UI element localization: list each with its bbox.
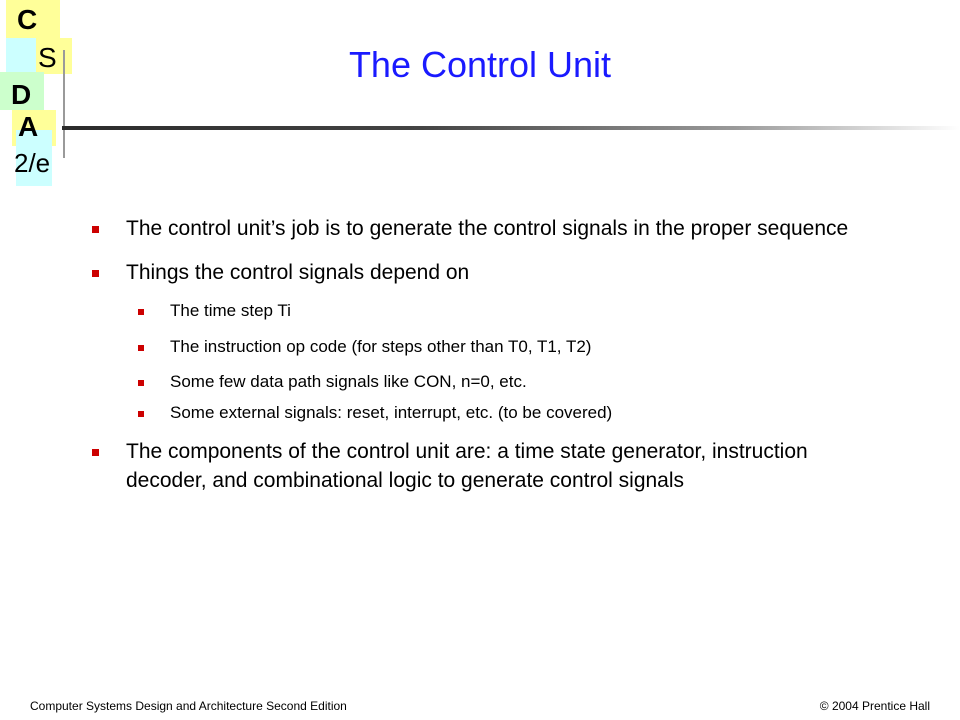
sub-bullet-item: Some external signals: reset, interrupt,… (90, 402, 870, 424)
title-underline-rule (62, 126, 960, 130)
sub-bullet-text: Some external signals: reset, interrupt,… (170, 403, 613, 422)
logo-block-green (0, 72, 44, 110)
logo-block-yellow-mid (36, 38, 72, 74)
logo-letter-d: D (11, 79, 32, 110)
bullet-square-icon (138, 309, 144, 315)
logo-letter-c: C (17, 4, 38, 35)
bullet-text: The control unit’s job is to generate th… (126, 217, 849, 240)
bullet-item: Things the control signals depend on (90, 258, 870, 287)
logo-letter-a: A (18, 111, 39, 142)
sub-bullet-item: The time step Ti (90, 300, 870, 322)
bullet-list: The control unit’s job is to generate th… (90, 214, 870, 495)
bullet-square-icon (92, 270, 99, 277)
bullet-item: The components of the control unit are: … (90, 437, 870, 495)
sub-bullet-item: The instruction op code (for steps other… (90, 336, 870, 358)
logo-letter-s: S (38, 42, 57, 73)
sub-bullet-item: Some few data path signals like CON, n=0… (90, 371, 870, 393)
sub-bullet-text: Some few data path signals like CON, n=0… (170, 372, 527, 391)
bullet-square-icon (138, 411, 144, 417)
logo-letter-2e: 2/e (14, 148, 51, 178)
footer-copyright: © 2004 Prentice Hall (819, 699, 930, 713)
bullet-square-icon (92, 226, 99, 233)
bullet-item: The control unit’s job is to generate th… (90, 214, 870, 243)
logo-block-yellow-top (6, 0, 60, 38)
bullet-text: The components of the control unit are: … (126, 440, 808, 492)
footer-book-title: Computer Systems Design and Architecture… (30, 699, 347, 713)
sub-bullet-text: The time step Ti (170, 301, 291, 320)
sub-bullet-text: The instruction op code (for steps other… (170, 337, 592, 356)
slide-title: The Control Unit (348, 44, 612, 85)
bullet-text: Things the control signals depend on (126, 261, 470, 284)
logo-vertical-rule (63, 50, 65, 158)
bullet-square-icon (138, 380, 144, 386)
logo-block-cyan (6, 38, 36, 72)
logo-block-cyan-bottom (16, 130, 52, 186)
bullet-square-icon (92, 449, 99, 456)
bullet-square-icon (138, 345, 144, 351)
